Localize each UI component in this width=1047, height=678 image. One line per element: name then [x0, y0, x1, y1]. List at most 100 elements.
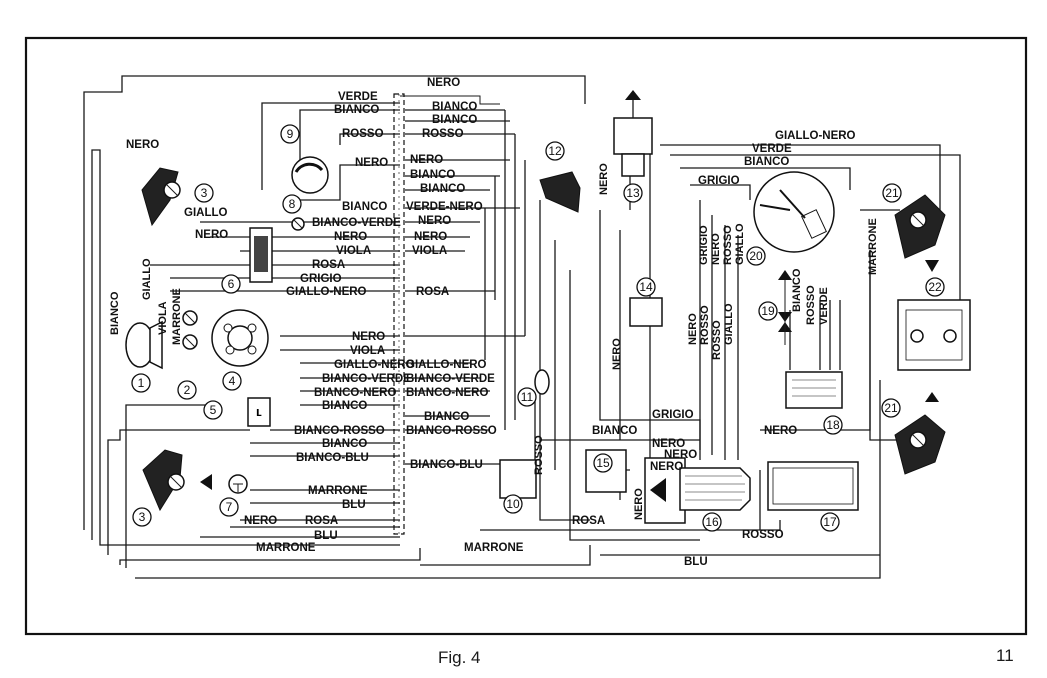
figure-caption: Fig. 4 [438, 648, 481, 667]
tail-lamp [897, 299, 971, 371]
diagram-frame [24, 36, 1028, 636]
label-bianco-6: BIANCO [322, 438, 367, 450]
label-nero-18: NERO [764, 425, 797, 437]
ignition-key-switch [753, 171, 835, 253]
stop-light-switch [499, 459, 537, 499]
label-bianco-verde-r2: BIANCO-VERDE [406, 373, 495, 385]
svg-text:18: 18 [826, 418, 840, 432]
label-blu-1: BLU [342, 499, 366, 511]
front-indicator-top [141, 167, 181, 227]
label-giallo-nero-2: GIALLO-NERO [334, 359, 415, 371]
component-number-8: 8 [282, 194, 302, 214]
label-marrone-2: MARRONE [256, 542, 316, 554]
label-viola-1: VIOLA [336, 245, 371, 257]
label-rosso-20: ROSSO [722, 225, 734, 265]
label-rosso-19: ROSSO [805, 285, 817, 325]
label-bianco-19: BIANCO [791, 268, 803, 312]
label-grigio-20: GRIGIO [698, 225, 710, 265]
component-number-10: 10 [503, 494, 523, 514]
label-bianco-r3: BIANCO [410, 169, 455, 181]
component-number-15: 15 [593, 453, 613, 473]
label-bianco-rosso-r1: BIANCO-ROSSO [406, 425, 497, 437]
label-viola-2: VIOLA [350, 345, 385, 357]
label-bianco-blu-1: BIANCO-BLU [296, 452, 369, 464]
label-nero-left: NERO [126, 139, 159, 151]
label-marrone-1: MARRONE [308, 485, 368, 497]
label-rosso-b: ROSSO [711, 320, 723, 360]
label-nero-r3: NERO [418, 215, 451, 227]
label-nero-6: NERO [244, 515, 277, 527]
warning-light-panel [785, 371, 843, 409]
label-nero-12: NERO [598, 163, 610, 195]
component-number-3: 3 [132, 507, 152, 527]
component-number-2: 2 [177, 380, 197, 400]
svg-text:11: 11 [521, 390, 534, 404]
component-number-16: 16 [702, 512, 722, 532]
label-giallo-20: GIALLO [734, 223, 746, 265]
svg-text:3: 3 [139, 510, 146, 524]
label-verde-1: VERDE [338, 91, 378, 103]
label-viola-left: VIOLA [157, 301, 169, 335]
component-number-3: 3 [194, 183, 214, 203]
svg-text:12: 12 [548, 144, 562, 158]
label-bianco-mid: BIANCO [592, 425, 637, 437]
label-nero-r2: NERO [410, 154, 443, 166]
svg-text:1: 1 [138, 376, 145, 390]
label-bianco-r1: BIANCO [432, 101, 477, 113]
svg-text:21: 21 [885, 186, 899, 200]
electronic-control-unit [644, 457, 751, 524]
component-number-12: 12 [545, 141, 565, 161]
voltage-regulator: ʟ [247, 397, 271, 427]
page-number: 11 [996, 646, 1014, 665]
label-bianco-3: BIANCO [342, 201, 387, 213]
label-blu-2: BLU [314, 530, 338, 542]
svg-text:ʟ: ʟ [256, 404, 262, 419]
label-bianco-verde-2: BIANCO-VERDE [322, 373, 411, 385]
flywheel-magneto [211, 309, 269, 367]
component-number-5: 5 [203, 400, 223, 420]
label-nero-mid: NERO [652, 438, 685, 450]
label-bianco-left: BIANCO [109, 291, 121, 335]
component-number-7: 7 [219, 497, 239, 517]
label-nero-4: NERO [195, 229, 228, 241]
label-marrone-bottom: MARRONE [464, 542, 524, 554]
label-nero-2: NERO [355, 157, 388, 169]
label-grigio-1: GRIGIO [300, 273, 342, 285]
headlamp-component [125, 320, 163, 370]
label-rosso-a: ROSSO [699, 305, 711, 345]
svg-text:5: 5 [210, 403, 217, 417]
label-blu-bottom: BLU [684, 556, 708, 568]
component-number-22: 22 [925, 277, 945, 297]
label-rosso-1: ROSSO [342, 128, 384, 140]
label-rosso-17: ROSSO [742, 529, 784, 541]
label-bianco-r4: BIANCO [420, 183, 465, 195]
svg-text:15: 15 [596, 456, 610, 470]
svg-text:17: 17 [823, 515, 837, 529]
svg-text:20: 20 [749, 249, 763, 263]
component-number-20: 20 [746, 246, 766, 266]
horn-component [291, 156, 329, 194]
label-marrone-left: MARRONE [171, 288, 183, 345]
rear-indicator-bottom [894, 392, 946, 475]
svg-text:4: 4 [229, 374, 236, 388]
label-bianco-nero-r1: BIANCO-NERO [406, 387, 488, 399]
label-bianco-r2: BIANCO [432, 114, 477, 126]
label-bianco-verde-1: BIANCO-VERDE [312, 217, 401, 229]
label-rosa-r1: ROSA [416, 286, 449, 298]
label-verde-top: VERDE [752, 143, 792, 155]
svg-text:16: 16 [705, 515, 719, 529]
label-bianco-5: BIANCO [322, 400, 367, 412]
label-rosa-2: ROSA [305, 515, 338, 527]
label-verde-nero-r: VERDE-NERO [406, 201, 483, 213]
svg-text:3: 3 [201, 186, 208, 200]
battery [767, 461, 859, 511]
component-number-21: 21 [882, 183, 902, 203]
lamp-switch-component [182, 310, 198, 350]
label-bianco-1: BIANCO [334, 104, 379, 116]
svg-text:6: 6 [228, 277, 235, 291]
component-number-1: 1 [131, 373, 151, 393]
light-switch-block [249, 227, 273, 283]
label-giallo-nero-r2: GIALLO-NERO [406, 359, 487, 371]
